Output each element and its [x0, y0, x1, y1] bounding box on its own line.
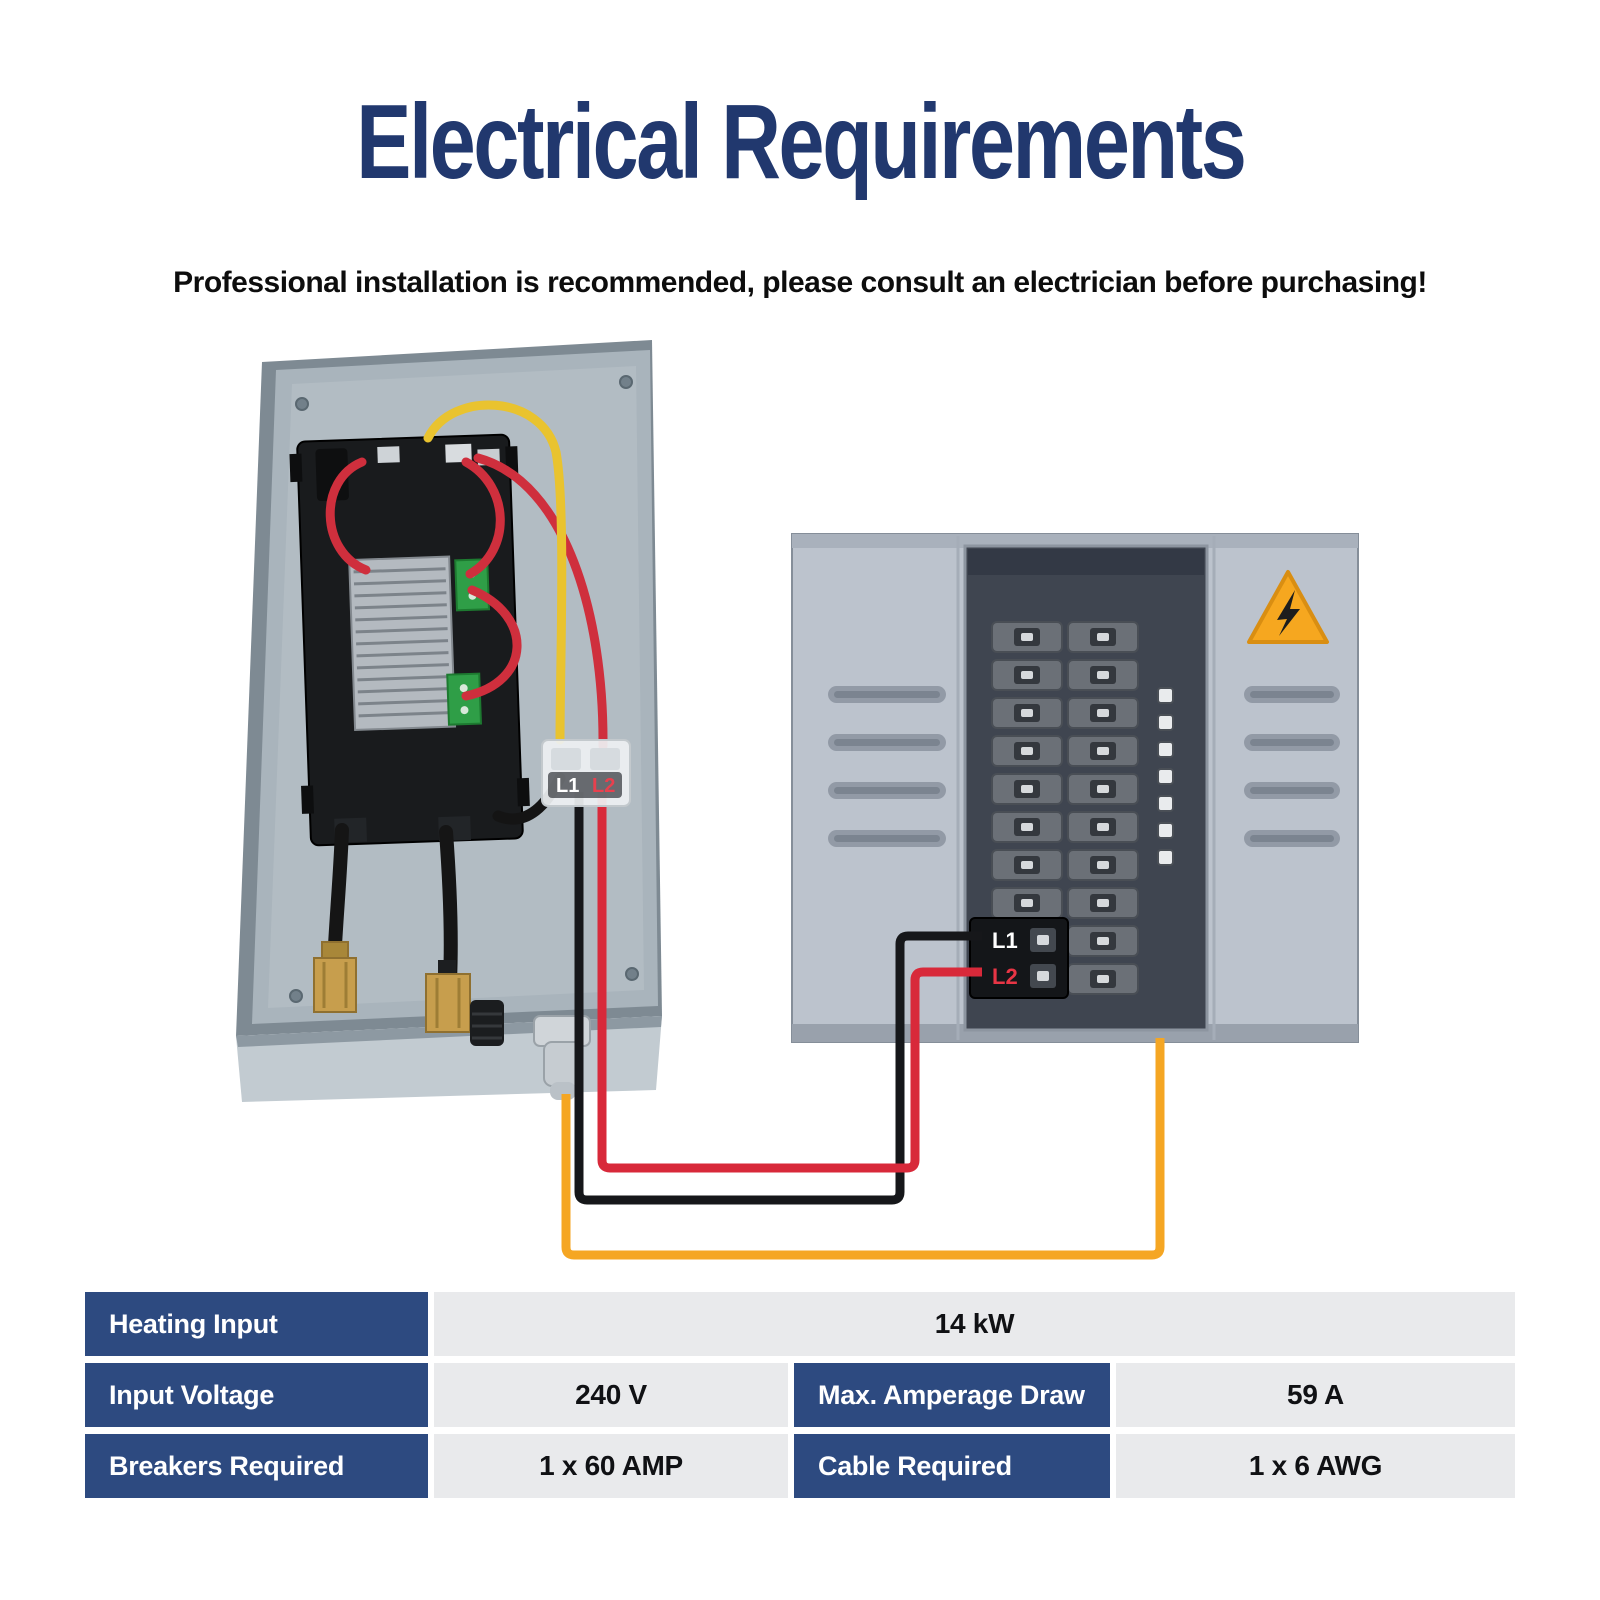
- spec-label-cable-required: Cable Required: [794, 1434, 1110, 1498]
- mounting-screw: [289, 989, 303, 1003]
- spec-value-heating-input: 14 kW: [434, 1292, 1515, 1356]
- panel-l2-label: L2: [992, 964, 1018, 989]
- panel-bottom-edge: [792, 1024, 1358, 1042]
- double-pole-breaker: [969, 917, 1069, 999]
- breaker-switch: [991, 621, 1063, 653]
- spec-value-breakers-required: 1 x 60 AMP: [434, 1434, 788, 1498]
- vent-slat: [828, 782, 946, 799]
- breaker-switch: [991, 697, 1063, 729]
- mounting-screw: [619, 375, 633, 389]
- wire-l1-black: [574, 792, 982, 1205]
- internal-wire-yellow: [423, 400, 567, 745]
- breaker-switch: [1067, 811, 1139, 843]
- spec-value-input-voltage: 240 V: [434, 1363, 788, 1427]
- power-cable-right: [439, 825, 458, 987]
- vent-slat: [1244, 686, 1340, 703]
- screw-knockout: [1157, 687, 1174, 704]
- vent-slat: [828, 830, 946, 847]
- screw-knockout: [1157, 822, 1174, 839]
- mounting-screw: [295, 397, 309, 411]
- breaker-panel: [791, 533, 1359, 1043]
- spec-value-max-amperage-draw: 59 A: [1116, 1363, 1515, 1427]
- internal-wire-red: [461, 457, 505, 579]
- screw-knockout: [1157, 714, 1174, 731]
- brass-fitting-right: [425, 960, 471, 1033]
- internal-wire-red: [473, 453, 608, 751]
- spec-label-max-amperage-draw: Max. Amperage Draw: [794, 1363, 1110, 1427]
- breaker-switch: [1067, 925, 1139, 957]
- page-title-text: Electrical Requirements: [355, 83, 1247, 201]
- box-tab: [301, 785, 314, 814]
- heater-terminal-l1-label: L1: [556, 775, 579, 797]
- breaker-switch: [1067, 773, 1139, 805]
- screw-knockout: [1157, 768, 1174, 785]
- wiring-diagram: L1 L2 L1 L2: [236, 340, 1359, 1260]
- brass-fitting-left: [313, 941, 357, 1013]
- screw-knockout: [1157, 741, 1174, 758]
- breaker-switch: [1067, 697, 1139, 729]
- spec-value-cable-required: 1 x 6 AWG: [1116, 1434, 1515, 1498]
- heater-unit: [236, 340, 662, 1102]
- box-tab: [289, 453, 303, 483]
- box-tab: [516, 777, 530, 807]
- vent-slat: [828, 686, 946, 703]
- panel-top-shadow: [792, 534, 1358, 548]
- screw-knockout: [1157, 795, 1174, 812]
- spec-label-heating-input: Heating Input: [85, 1292, 428, 1356]
- breaker-switch: [991, 773, 1063, 805]
- breaker-switch: [1067, 963, 1139, 995]
- internal-wire-red: [325, 457, 371, 575]
- breaker-switch: [991, 811, 1063, 843]
- spec-label-breakers-required: Breakers Required: [85, 1434, 428, 1498]
- breaker-switch: [1067, 621, 1139, 653]
- vent-slat: [1244, 782, 1340, 799]
- breaker-switch: [1067, 887, 1139, 919]
- vent-slat: [828, 734, 946, 751]
- heat-sink: [348, 555, 457, 732]
- page-title: Electrical Requirements: [0, 82, 1600, 203]
- panel-opening-shadow: [968, 549, 1204, 575]
- vent-slat: [1244, 830, 1340, 847]
- breaker-switch: [991, 887, 1063, 919]
- breaker-switch: [1067, 659, 1139, 691]
- wire-ground-yellow: [561, 1038, 1165, 1260]
- high-voltage-warning-icon: [1247, 570, 1329, 644]
- spec-label-input-voltage: Input Voltage: [85, 1363, 428, 1427]
- heater-terminal-l2-label: L2: [592, 775, 615, 797]
- breaker-switch: [991, 659, 1063, 691]
- panel-l1-label: L1: [992, 928, 1018, 953]
- terminal-block: L1 L2: [541, 739, 631, 807]
- internal-wire-red: [461, 585, 522, 701]
- breaker-switch: [991, 735, 1063, 767]
- wire-l2-red: [597, 792, 982, 1173]
- breaker-switch: [1067, 735, 1139, 767]
- screw-knockout: [1157, 849, 1174, 866]
- page-subtitle: Professional installation is recommended…: [173, 266, 1427, 299]
- breaker-switch: [991, 849, 1063, 881]
- spec-table: Heating Input 14 kW Input Voltage 240 V …: [85, 1292, 1515, 1498]
- ceramic-connector: [377, 446, 400, 464]
- breaker-switch: [1067, 849, 1139, 881]
- mounting-screw: [625, 967, 639, 981]
- ribbed-strain-relief: [470, 1000, 504, 1046]
- vent-slat: [1244, 734, 1340, 751]
